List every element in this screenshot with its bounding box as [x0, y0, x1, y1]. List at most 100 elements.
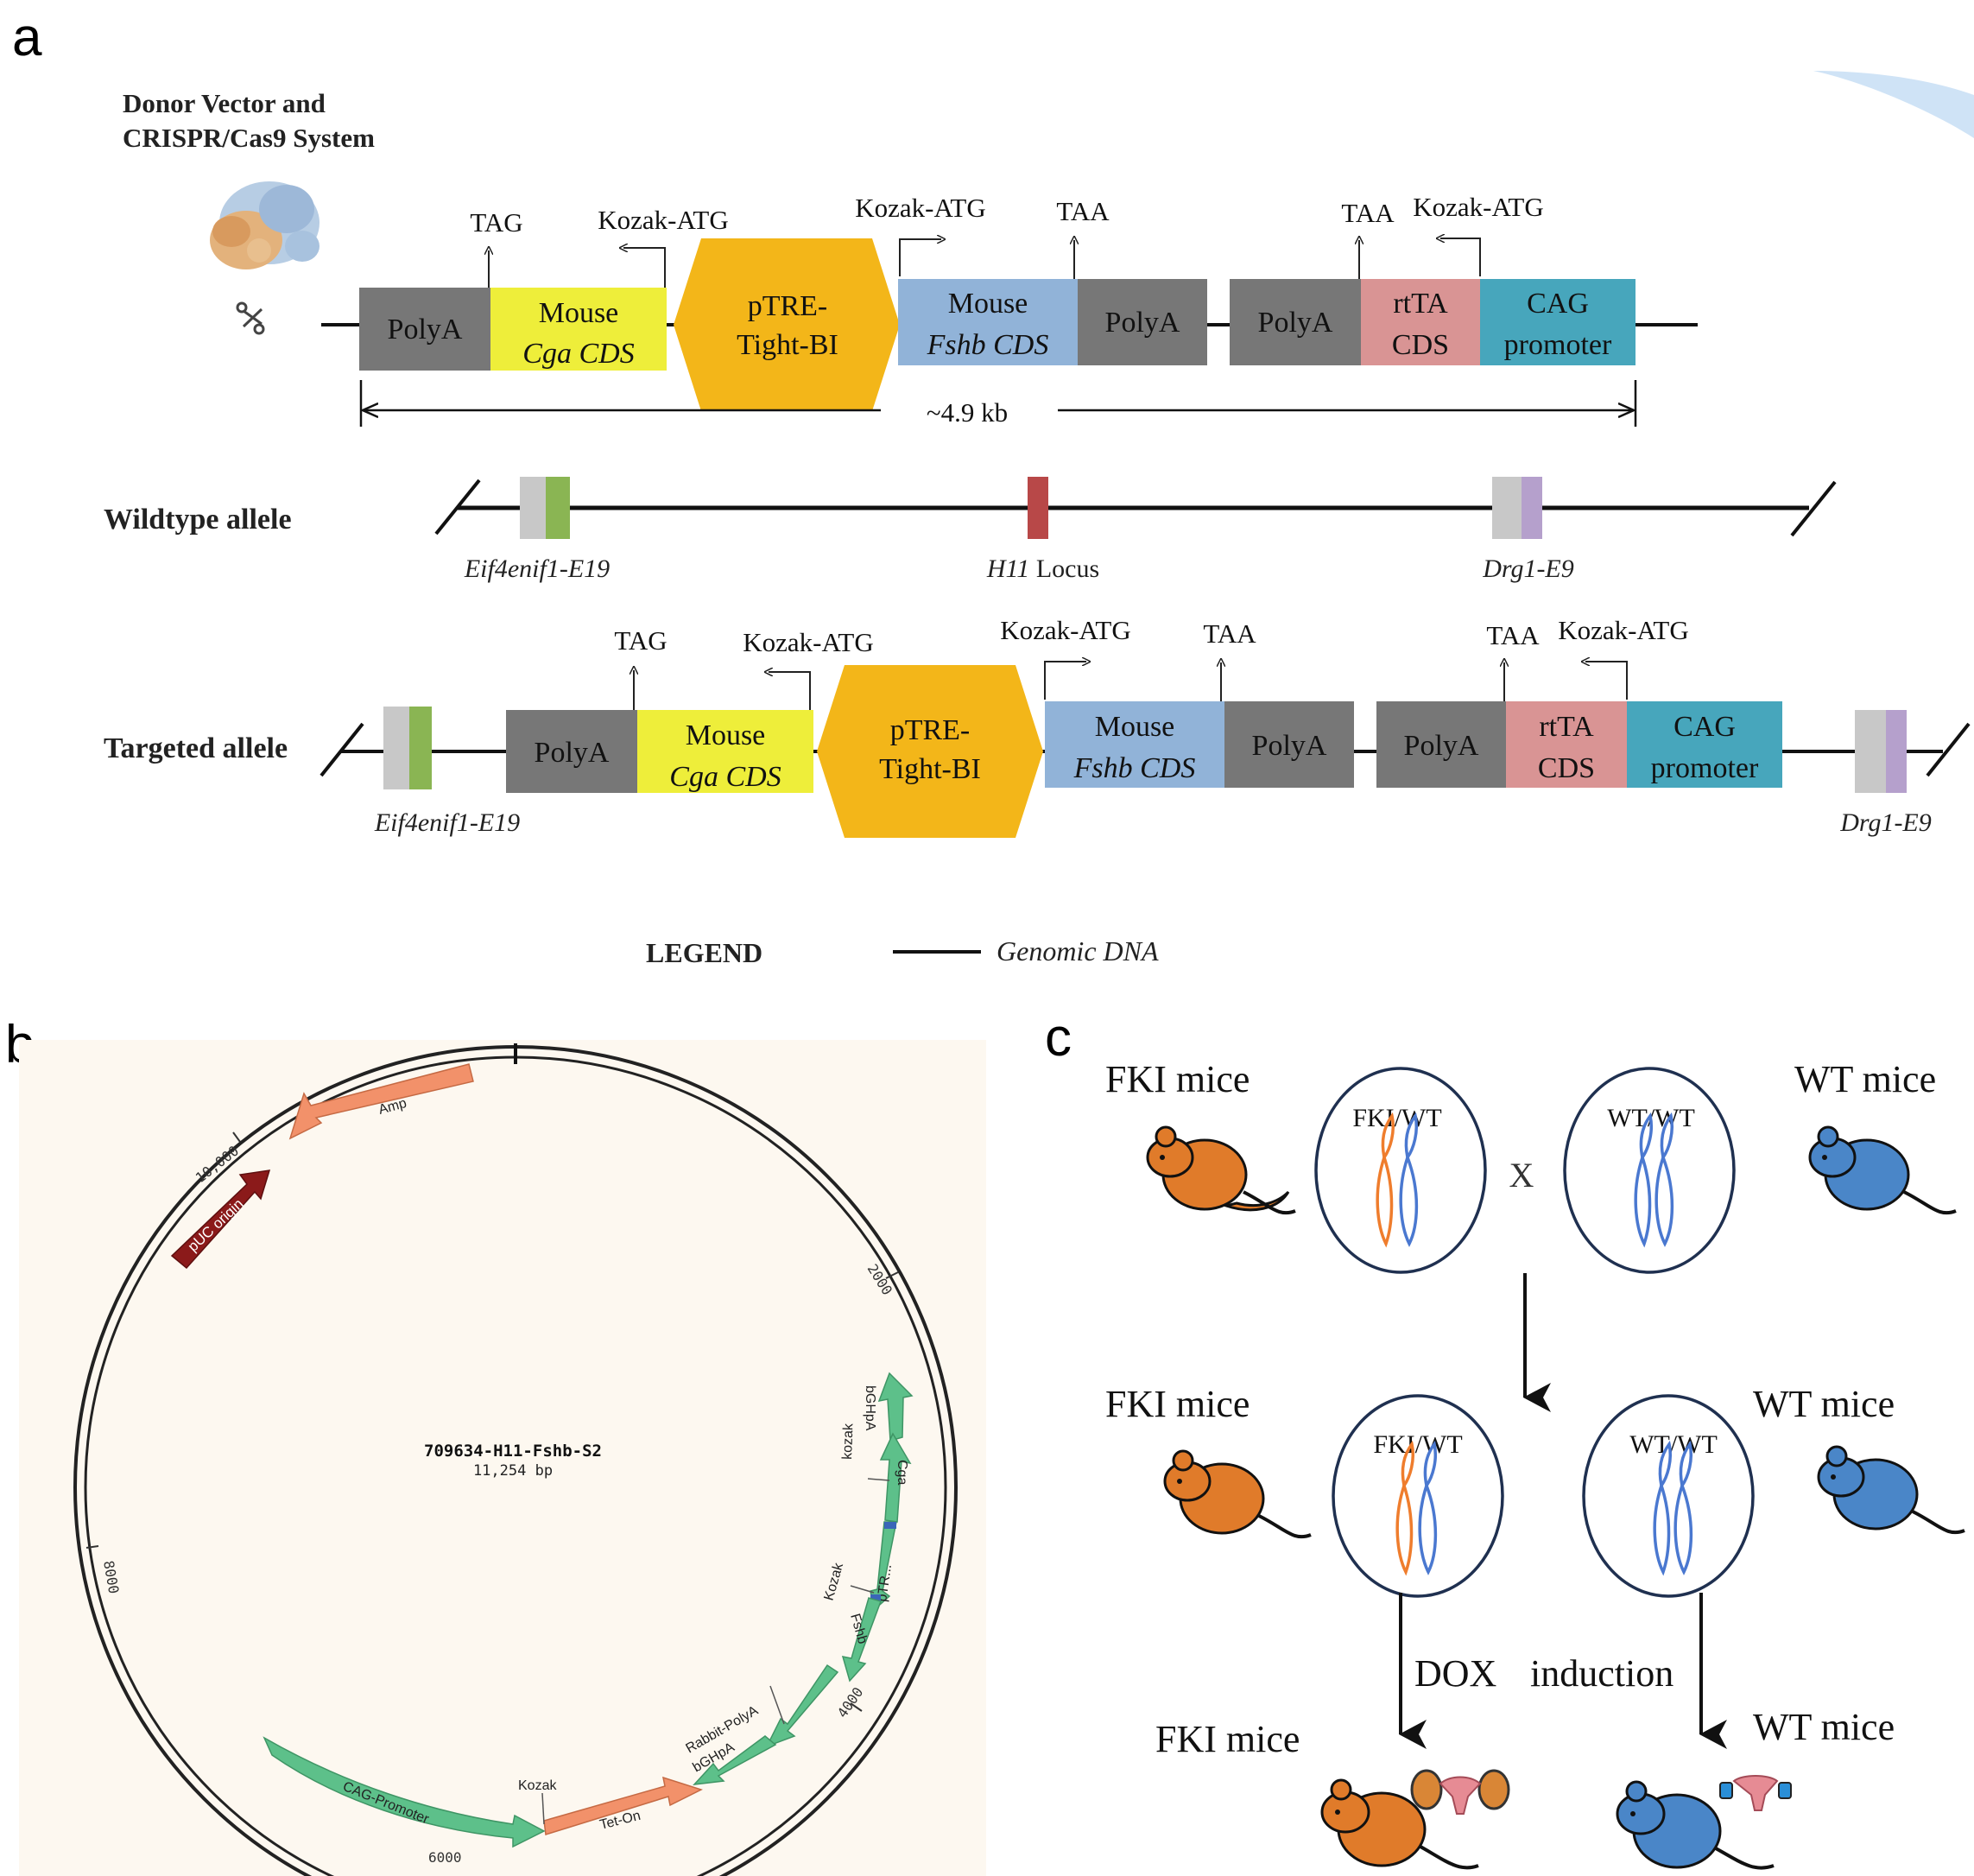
wt-mice-label-1: WT mice [1794, 1058, 1936, 1100]
wt-mice-label-3: WT mice [1753, 1706, 1895, 1748]
targeted-polya-2-label: PolyA [1252, 730, 1327, 762]
wildtype-break-left [434, 479, 481, 536]
targeted-fshb-label-2: Fshb CDS [1073, 752, 1196, 784]
targeted-cag-label-1: CAG [1673, 711, 1736, 743]
targeted-taa-2-label: TAA [1486, 620, 1540, 650]
donor-polya-1-label: PolyA [388, 314, 463, 345]
fki-mouse-icon-2 [1163, 1449, 1312, 1539]
wt-cell-circle-1 [1563, 1067, 1736, 1274]
panel-letter-c: c [1045, 1008, 1072, 1068]
kozak-mid-leader [850, 1585, 875, 1594]
donor-fshb-label-2: Fshb CDS [927, 329, 1049, 361]
fki-mice-label-2: FKI mice [1105, 1383, 1250, 1425]
wt-genotype-label-2: WT/WT [1629, 1430, 1718, 1459]
donor-tag-label: TAG [470, 207, 522, 238]
targeted-eif4enif1-exon-grey [383, 707, 409, 789]
dox-label: DOX [1414, 1652, 1496, 1695]
donor-ptre-label-2: Tight-BI [737, 329, 838, 361]
targeted-polya-1-label: PolyA [535, 737, 610, 769]
wt-chromosome-pair-1 [1634, 1112, 1674, 1248]
wildtype-break-right [1790, 480, 1837, 537]
wildtype-h11-locus [1028, 477, 1048, 539]
targeted-cga-label-1: Mouse [686, 719, 766, 751]
fki-mouse-icon-3 [1320, 1778, 1479, 1870]
fshb-junction-marker [870, 1594, 881, 1601]
donor-title-line2: CRISPR/Cas9 System [123, 123, 375, 153]
targeted-tag-label: TAG [614, 625, 667, 656]
targeted-ptre-bidirectional [817, 665, 1043, 838]
fki-chromosome-pair-1 [1376, 1112, 1419, 1248]
wildtype-drg1-exon-grey [1492, 477, 1522, 539]
wildtype-allele: Wildtype allele Eif4enif1-E19 H11 Locus … [104, 477, 1837, 583]
wt-normal-ovary-icon [1719, 1775, 1792, 1811]
donor-cag-promoter [1480, 279, 1636, 365]
wildtype-drg1-label: Drg1-E9 [1482, 555, 1574, 583]
targeted-kozak-1-arrow [769, 672, 811, 710]
cag-promoter-feature-arrow [263, 1736, 546, 1848]
fki-genotype-label-2: FKI/WT [1373, 1430, 1462, 1459]
ptre-feature-label: pTR... [875, 1563, 895, 1603]
targeted-kozak-3-arrow [1585, 662, 1628, 700]
wt-mouse-icon-3 [1616, 1780, 1775, 1870]
wt-mouse-icon-1 [1808, 1125, 1957, 1215]
fki-mice-label-3: FKI mice [1155, 1718, 1300, 1760]
donor-rtta-cds [1361, 279, 1480, 365]
donor-ptre-bidirectional [674, 238, 900, 411]
targeted-kozak-1-label: Kozak-ATG [743, 627, 874, 657]
wt-chromosome-pair-2 [1653, 1440, 1693, 1576]
wildtype-eif4enif1-exon-grey [520, 477, 546, 539]
bghpa-top-feature-arrow [877, 1372, 914, 1442]
donor-cag-label-1: CAG [1527, 288, 1589, 320]
fki-mouse-icon-1 [1146, 1125, 1296, 1215]
wildtype-allele-label: Wildtype allele [104, 504, 292, 536]
wt-cell-circle-2 [1582, 1394, 1755, 1598]
targeted-ptre-label-1: pTRE- [890, 714, 971, 746]
panel-a: Donor Vector and CRISPR/Cas9 System Poly… [104, 71, 1974, 968]
tick-10000-mark [232, 1131, 241, 1143]
wildtype-eif4enif1-exon-green [546, 477, 570, 539]
targeted-rtta-cds [1506, 701, 1627, 788]
targeted-rtta-label-2: CDS [1538, 752, 1595, 784]
legend-title: LEGEND [646, 937, 762, 968]
fki-cell-circle-1 [1314, 1067, 1487, 1274]
donor-construct: PolyA Mouse Cga CDS pTRE- Tight-BI Mouse… [321, 192, 1698, 428]
targeted-allele: Targeted allele Eif4enif1-E19 Drg1-E9 Po… [104, 615, 1971, 838]
donor-taa-1-label: TAA [1056, 196, 1110, 226]
targeted-drg1-exon-purple [1886, 710, 1907, 793]
donor-cga-cds [490, 288, 667, 371]
targeted-ptre-label-2: Tight-BI [879, 753, 981, 785]
tick-2000-mark [885, 1271, 899, 1279]
amp-feature-arrow [288, 1063, 474, 1140]
donor-ptre-label-1: pTRE- [748, 290, 828, 322]
rabbit-polya-feature-arrow [765, 1664, 839, 1748]
kozak-bottom-leader [541, 1792, 545, 1825]
donor-fshb-label-1: Mouse [948, 288, 1028, 320]
donor-polya-3-label: PolyA [1258, 307, 1333, 339]
plasmid-map-background [19, 1040, 986, 1876]
plasmid-size: 11,254 bp [473, 1462, 553, 1480]
cga-feature-label: Cga [895, 1460, 909, 1485]
donor-kozak-1-arrow [623, 248, 666, 288]
targeted-polya-3-label: PolyA [1404, 730, 1479, 762]
targeted-kozak-2-label: Kozak-ATG [1000, 615, 1131, 645]
ptre-junction-marker [884, 1522, 896, 1529]
targeted-break-left [320, 722, 364, 777]
tet-on-feature-arrow [543, 1776, 703, 1835]
decorative-swoosh [1813, 71, 1974, 138]
wildtype-eif4enif1-label: Eif4enif1-E19 [464, 555, 610, 583]
targeted-cga-cds [637, 710, 813, 793]
kozak-top-feature-label: kozak [840, 1423, 856, 1460]
donor-kozak-2-label: Kozak-ATG [855, 193, 986, 223]
donor-fshb-cds [898, 279, 1078, 365]
panel-letter-a: a [12, 8, 42, 67]
targeted-fshb-label-1: Mouse [1095, 711, 1175, 743]
fki-cell-circle-2 [1332, 1394, 1504, 1598]
panel-b: 2000 4000 6000 8000 10,000 Amp pUC origi… [19, 1040, 986, 1876]
fki-genotype-label-1: FKI/WT [1352, 1104, 1441, 1132]
cga-feature-arrow [879, 1432, 912, 1523]
fki-enlarged-ovary-icon [1410, 1769, 1510, 1815]
donor-polya-2-label: PolyA [1105, 307, 1180, 339]
panel-c: FKI mice WT mice FKI/WT X W [1105, 1058, 1965, 1870]
legend: LEGEND Genomic DNA [646, 935, 1159, 968]
wildtype-h11-label: H11 Locus [986, 555, 1099, 583]
